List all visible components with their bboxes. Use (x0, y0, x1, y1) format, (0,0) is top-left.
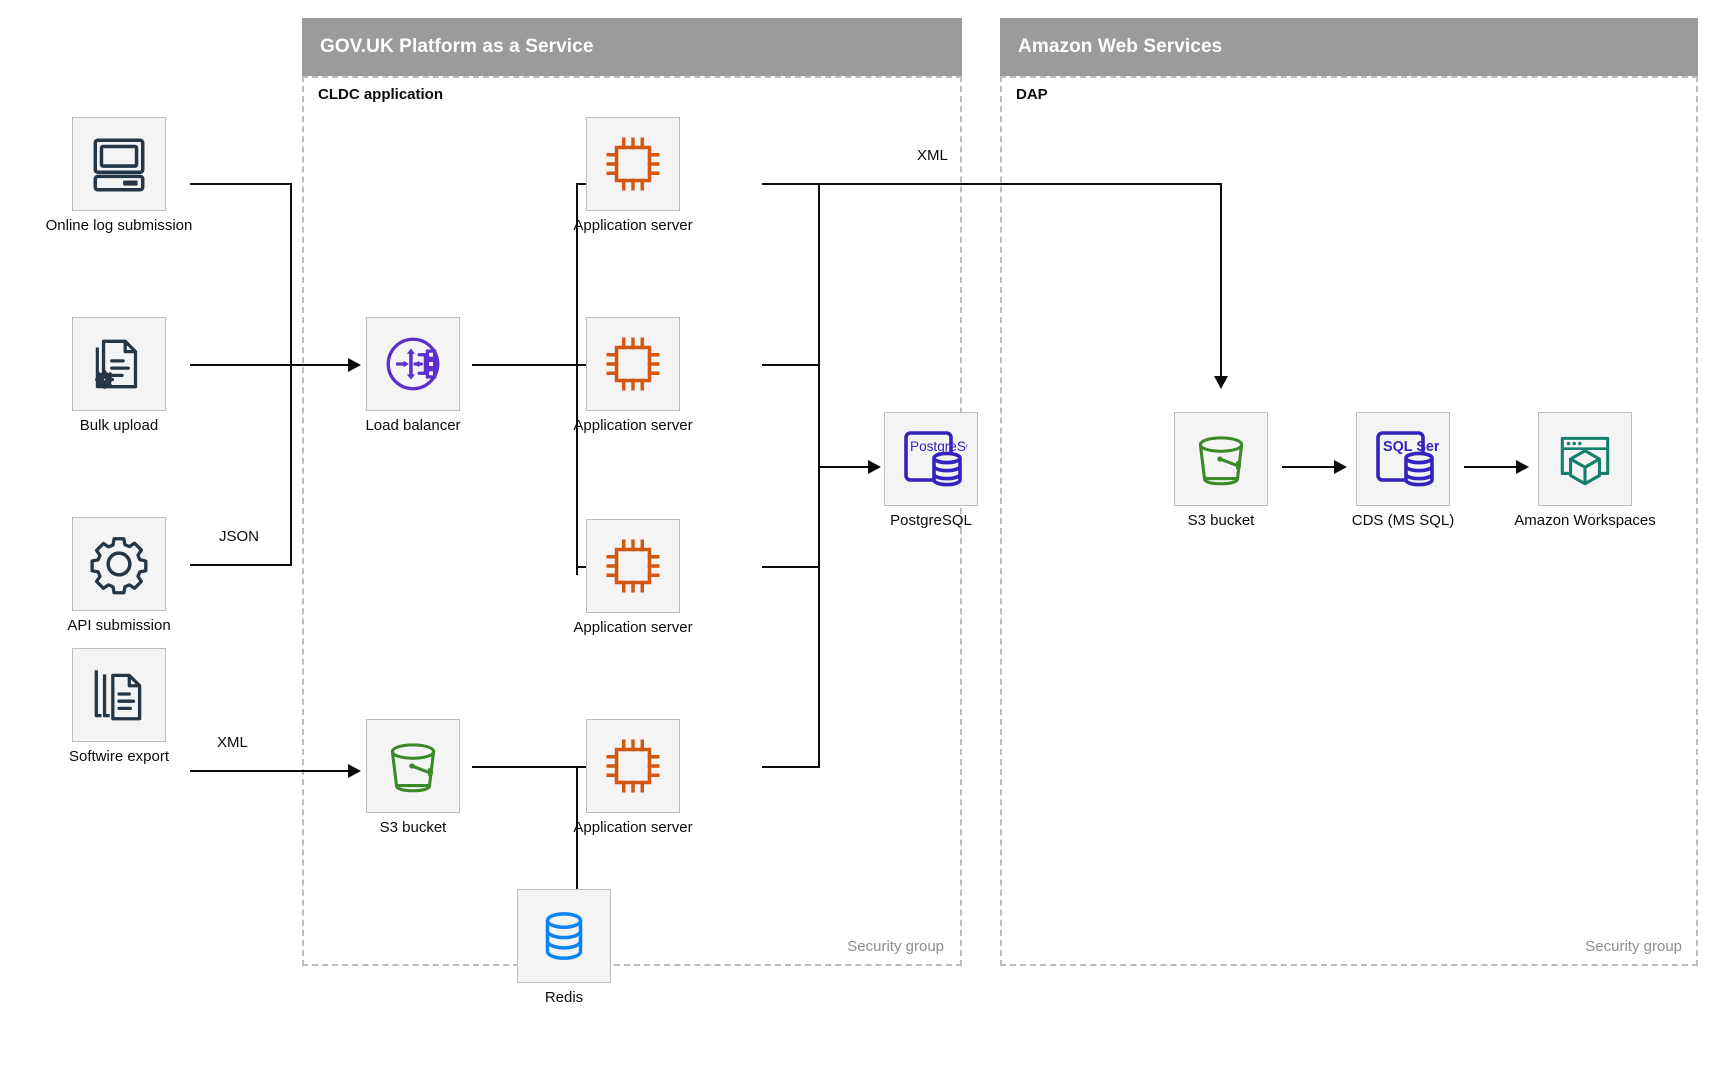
desktop-computer-icon (72, 117, 166, 211)
security-group-label-paas: Security group (847, 938, 944, 955)
node-label-redis: Redis (544, 989, 584, 1006)
load-balancer-icon (366, 317, 460, 411)
edge-lb-out-h (472, 364, 578, 366)
s3-bucket-icon (1174, 412, 1268, 506)
node-bulk-upload[interactable]: Bulk upload (72, 317, 166, 434)
edge-label-json: JSON (214, 528, 265, 545)
node-application-server-2[interactable]: Application server (573, 317, 693, 434)
node-s3-bucket-paas[interactable]: S3 bucket (366, 719, 460, 836)
edge-app4-right (762, 766, 820, 768)
node-load-balancer[interactable]: Load balancer (365, 317, 461, 434)
cpu-chip-icon (586, 317, 680, 411)
postgresql-icon: PostgreSQL (884, 412, 978, 506)
edge-redis-v (576, 766, 578, 896)
edge-app3-right (762, 566, 820, 568)
edge-s3-cds (1282, 466, 1340, 468)
node-label-application-server-2: Application server (573, 417, 693, 434)
edge-softwire-h (190, 770, 356, 772)
edge-app2-right (762, 364, 820, 366)
node-s3-bucket-aws[interactable]: S3 bucket (1174, 412, 1268, 529)
node-application-server-4[interactable]: Application server (573, 719, 693, 836)
node-label-application-server-1: Application server (573, 217, 693, 234)
node-label-amazon-workspaces: Amazon Workspaces (1514, 512, 1656, 529)
gear-icon (72, 517, 166, 611)
arrow-into-workspaces (1516, 460, 1529, 474)
cpu-chip-icon (586, 719, 680, 813)
database-cylinder-icon (517, 889, 611, 983)
node-application-server-3[interactable]: Application server (573, 519, 693, 636)
edge-online-log-h (190, 183, 292, 185)
edge-api-v (290, 364, 292, 564)
document-gear-icon (72, 317, 166, 411)
node-postgresql[interactable]: PostgreSQL PostgreSQL (884, 412, 978, 529)
edge-api-h (190, 564, 292, 566)
group-title-cldc: CLDC application (318, 86, 444, 103)
edge-bus-postgres (818, 466, 878, 468)
node-label-load-balancer: Load balancer (365, 417, 461, 434)
arrow-into-postgres (868, 460, 881, 474)
svg-text:SQL Server: SQL Server (1383, 439, 1439, 455)
node-label-postgresql: PostgreSQL (890, 512, 972, 529)
node-label-s3-bucket-paas: S3 bucket (379, 819, 447, 836)
s3-bucket-icon (366, 719, 460, 813)
group-title-dap: DAP (1016, 86, 1048, 103)
cpu-chip-icon (586, 117, 680, 211)
edge-lb-bus-v (576, 183, 578, 575)
node-redis[interactable]: Redis (517, 889, 611, 1006)
arrow-into-load-balancer (348, 358, 361, 372)
amazon-workspaces-icon (1538, 412, 1632, 506)
edge-collector-bus-v (818, 183, 820, 768)
edge-online-log-v (290, 183, 292, 365)
security-group-aws (1000, 76, 1698, 966)
node-application-server-1[interactable]: Application server (573, 117, 693, 234)
arrow-into-cds (1334, 460, 1347, 474)
node-online-log-submission[interactable]: Online log submission (46, 117, 192, 234)
edge-s3-app4 (472, 766, 638, 768)
security-group-label-aws: Security group (1585, 938, 1682, 955)
cpu-chip-icon (586, 519, 680, 613)
arrow-into-s3-paas (348, 764, 361, 778)
svg-text:PostgreSQL: PostgreSQL (910, 439, 967, 454)
edge-label-app-xml: XML (912, 147, 953, 164)
edge-cds-workspaces (1464, 466, 1522, 468)
zone-header-paas: GOV.UK Platform as a Service (302, 18, 962, 76)
node-label-application-server-4: Application server (573, 819, 693, 836)
node-label-bulk-upload: Bulk upload (79, 417, 159, 434)
node-api-submission[interactable]: API submission (67, 517, 171, 634)
node-cds-ms-sql[interactable]: SQL Server CDS (MS SQL) (1352, 412, 1454, 529)
documents-stack-icon (72, 648, 166, 742)
zone-header-aws: Amazon Web Services (1000, 18, 1698, 76)
node-label-api-submission: API submission (67, 617, 171, 634)
edge-xml-down-v (1220, 183, 1222, 379)
node-label-s3-bucket-aws: S3 bucket (1187, 512, 1255, 529)
node-softwire-export[interactable]: Softwire export (69, 648, 169, 765)
arrow-into-s3-aws (1214, 376, 1228, 389)
sql-server-icon: SQL Server (1356, 412, 1450, 506)
security-group-paas (302, 76, 962, 966)
edge-bulk-upload-h (190, 364, 356, 366)
edge-app1-xml-h (762, 183, 1222, 185)
edge-label-softwire-xml: XML (212, 734, 253, 751)
node-amazon-workspaces[interactable]: Amazon Workspaces (1514, 412, 1656, 529)
node-label-application-server-3: Application server (573, 619, 693, 636)
node-label-softwire-export: Softwire export (68, 748, 170, 765)
node-label-cds-ms-sql: CDS (MS SQL) (1351, 512, 1455, 529)
node-label-online-log-submission: Online log submission (45, 217, 193, 234)
